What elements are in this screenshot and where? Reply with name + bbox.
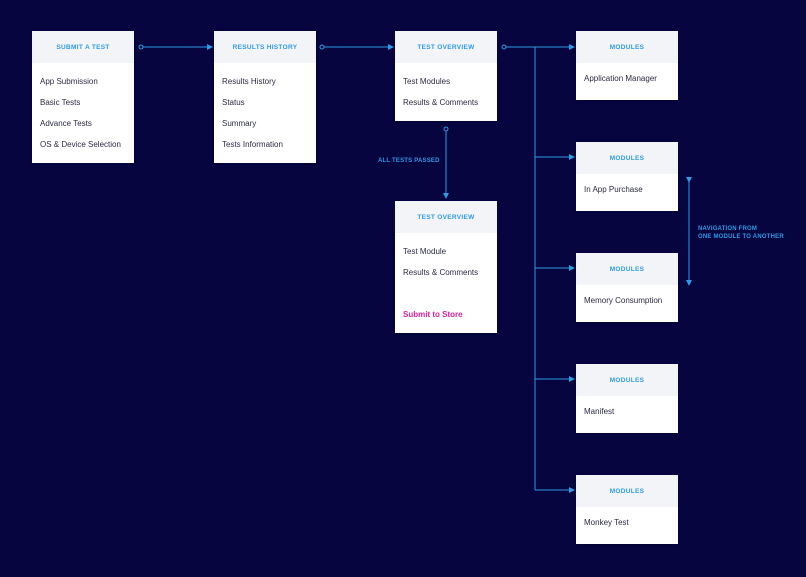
test-overview-card: TEST OVERVIEW Test Modules Results & Com… [395, 31, 497, 121]
menu-item-results-comments-passed[interactable]: Results & Comments [403, 268, 479, 277]
navigation-label-line1: NAVIGATION FROM [698, 226, 758, 232]
module-item-application-manager[interactable]: Application Manager [584, 74, 657, 83]
menu-item-test-modules[interactable]: Test Modules [403, 77, 451, 86]
module-card-in-app-purchase: MODULES In App Purchase [576, 142, 678, 211]
menu-item-os-device-selection[interactable]: OS & Device Selection [40, 140, 121, 149]
module-card-manifest: MODULES Manifest [576, 364, 678, 433]
module-card-application-manager: MODULES Application Manager [576, 31, 678, 100]
module-title: MODULES [576, 31, 678, 63]
menu-item-test-module[interactable]: Test Module [403, 247, 447, 256]
submit-test-card: SUBMIT A TEST App Submission Basic Tests… [32, 31, 134, 163]
module-item-monkey-test[interactable]: Monkey Test [584, 518, 629, 527]
all-tests-passed-label: ALL TESTS PASSED [378, 158, 440, 164]
submit-to-store-link[interactable]: Submit to Store [403, 310, 463, 319]
module-title: MODULES [576, 142, 678, 174]
menu-item-app-submission[interactable]: App Submission [40, 77, 98, 86]
navigation-label-line2: ONE MODULE TO ANOTHER [698, 234, 784, 240]
test-overview-title: TEST OVERVIEW [395, 31, 497, 63]
submit-test-title: SUBMIT A TEST [32, 31, 134, 63]
module-title: MODULES [576, 364, 678, 396]
module-title: MODULES [576, 475, 678, 507]
menu-item-summary[interactable]: Summary [222, 119, 257, 128]
menu-item-tests-information[interactable]: Tests Information [222, 140, 283, 149]
module-item-in-app-purchase[interactable]: In App Purchase [584, 185, 643, 194]
menu-item-status[interactable]: Status [222, 98, 245, 107]
results-history-title: RESULTS HISTORY [214, 31, 316, 63]
module-card-monkey-test: MODULES Monkey Test [576, 475, 678, 544]
menu-item-basic-tests[interactable]: Basic Tests [40, 98, 81, 107]
module-item-memory-consumption[interactable]: Memory Consumption [584, 296, 663, 305]
navigation-label: NAVIGATION FROM ONE MODULE TO ANOTHER [698, 225, 784, 241]
results-history-card: RESULTS HISTORY Results History Status S… [214, 31, 316, 163]
menu-item-results-comments[interactable]: Results & Comments [403, 98, 479, 107]
test-overview-passed-title: TEST OVERVIEW [395, 201, 497, 233]
module-card-memory-consumption: MODULES Memory Consumption [576, 253, 678, 322]
menu-item-results-history[interactable]: Results History [222, 77, 276, 86]
module-title: MODULES [576, 253, 678, 285]
test-overview-passed-card: TEST OVERVIEW Test Module Results & Comm… [395, 201, 497, 333]
module-item-manifest[interactable]: Manifest [584, 407, 615, 416]
menu-item-advance-tests[interactable]: Advance Tests [40, 119, 92, 128]
